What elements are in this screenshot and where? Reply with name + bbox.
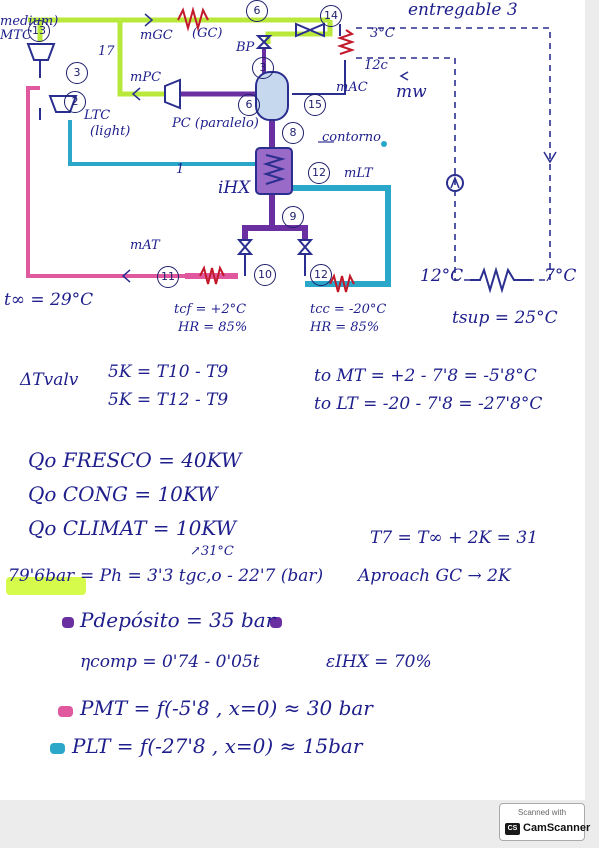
label-mpc: mPC	[130, 70, 162, 85]
label-tcc: tcc = -20°C	[310, 302, 387, 317]
qo-cong: Qo CONG = 10KW	[28, 482, 218, 506]
label-ltc: LTC	[84, 108, 111, 123]
eq-t10-t9: 5K = T10 - T9	[108, 362, 229, 382]
pink-marker	[58, 706, 73, 717]
node-3: 3	[66, 62, 88, 84]
label-t-inf: t∞ = 29°C	[4, 290, 94, 310]
camscanner-brand: CamScanner	[523, 822, 591, 834]
p-deposito: Pdepósito = 35 bar	[80, 608, 276, 632]
page-title: entregable 3	[408, 0, 518, 20]
qo-climat: Qo CLIMAT = 10KW	[28, 516, 237, 540]
p-lt: PLT = f(-27'8 , x=0) ≈ 15bar	[72, 734, 363, 758]
node-8: 8	[282, 122, 304, 144]
label-hr-1: HR = 85%	[178, 320, 248, 335]
camscanner-logo-icon: CS	[505, 823, 520, 835]
label-light: (light)	[90, 124, 131, 139]
node-2: 2	[64, 91, 86, 113]
label-tcf: tcf = +2°C	[174, 302, 247, 317]
label-mw: mw	[396, 82, 427, 102]
label-tsup: tsup = 25°C	[452, 308, 558, 328]
label-17: 17	[98, 44, 115, 59]
eps-ihx: εIHX = 70%	[326, 652, 432, 672]
node-9: 9	[282, 206, 304, 228]
label-mgc: mGC	[140, 28, 173, 43]
to-lt: to LT = -20 - 7'8 = -27'8°C	[314, 394, 543, 414]
label-pc: PC (paralelo)	[172, 116, 259, 131]
bar-highlight	[6, 577, 86, 595]
label-mtc: MTC	[0, 28, 32, 43]
node-15: 15	[304, 94, 326, 116]
label-7c: 7°C	[544, 266, 577, 286]
label-mat: mAT	[130, 238, 160, 253]
label-bp: BP	[236, 40, 255, 55]
to-mt: to MT = +2 - 7'8 = -5'8°C	[314, 366, 537, 386]
label-3c: 3°C	[370, 26, 395, 41]
label-gc: (GC)	[192, 26, 223, 41]
eq-t12-t9: 5K = T12 - T9	[108, 390, 229, 410]
purple-marker-left	[62, 617, 74, 628]
label-hr-2: HR = 85%	[310, 320, 380, 335]
node-6-mid: 6	[238, 94, 260, 116]
ph-value: 79'6bar	[8, 566, 75, 586]
label-mlt: mLT	[344, 166, 373, 181]
ph-super: ↗31°C	[190, 544, 234, 559]
refrigeration-diagram	[26, 6, 557, 294]
camscanner-watermark: Scanned with CS CamScanner	[499, 803, 590, 841]
node-4: 13	[28, 20, 50, 42]
label-contorno: contorno	[322, 130, 381, 145]
delta-t-valv: ΔTvalv	[20, 370, 79, 390]
label-medium: medium)	[0, 14, 59, 29]
scanned-page: entregable 3 13 3 2 6 14 3 6 15 8 12 9 1…	[0, 0, 585, 800]
node-13: 12	[308, 162, 330, 184]
purple-marker-right	[270, 617, 282, 628]
t7-eq: T7 = T∞ + 2K = 31	[370, 528, 538, 548]
node-10: 10	[254, 264, 276, 286]
node-14: 14	[320, 5, 342, 27]
qo-fresco: Qo FRESCO = 40KW	[28, 448, 242, 472]
label-ihx: iHX	[218, 178, 251, 198]
cyan-marker	[50, 743, 65, 754]
label-mac: mAC	[336, 80, 368, 95]
node-6-top: 6	[246, 0, 268, 22]
ph-eq: = Ph = 3'3 tgc,o - 22'7 (bar)	[80, 566, 324, 586]
node-11: 11	[157, 266, 179, 288]
scanned-with-label: Scanned with	[517, 808, 567, 817]
label-12c-top: 12c	[364, 58, 388, 73]
label-12c: 12°C	[420, 266, 464, 286]
p-mt: PMT = f(-5'8 , x=0) ≈ 30 bar	[80, 696, 373, 720]
node-3-bp: 3	[252, 57, 274, 79]
node-1-label: 1	[176, 162, 185, 177]
node-12: 12	[310, 264, 332, 286]
approach-gc: Aproach GC → 2K	[358, 566, 511, 586]
eta-comp: ηcomp = 0'74 - 0'05t	[80, 652, 260, 672]
